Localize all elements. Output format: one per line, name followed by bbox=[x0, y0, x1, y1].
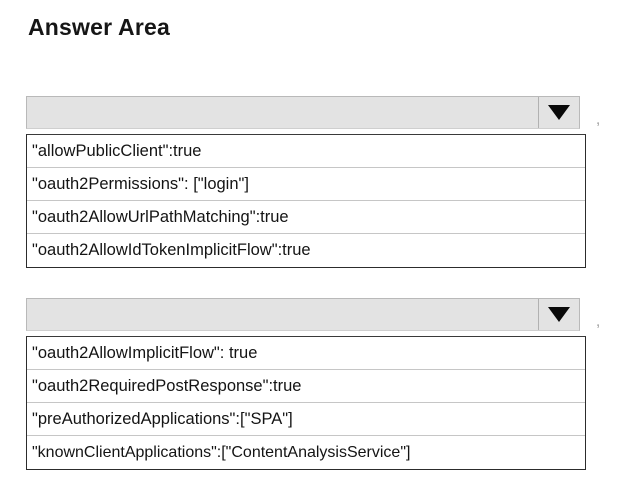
answer-dropdown-1-toggle-button[interactable] bbox=[538, 97, 579, 128]
answer-dropdown-group-1 bbox=[26, 96, 580, 129]
list-item[interactable]: "oauth2RequiredPostResponse":true bbox=[27, 370, 585, 403]
list-item[interactable]: "oauth2Permissions": ["login"] bbox=[27, 168, 585, 201]
list-item[interactable]: "oauth2AllowIdTokenImplicitFlow":true bbox=[32, 241, 311, 259]
list-item[interactable]: "oauth2AllowImplicitFlow": true bbox=[27, 337, 585, 370]
chevron-down-icon bbox=[548, 105, 570, 120]
list-item[interactable]: "preAuthorizedApplications":["SPA"] bbox=[27, 403, 585, 436]
list-item[interactable]: "allowPublicClient":true bbox=[27, 135, 585, 168]
page-title: Answer Area bbox=[28, 14, 170, 40]
trailing-comma-1: , bbox=[596, 111, 601, 128]
answer-dropdown-2-toggle-button[interactable] bbox=[538, 299, 579, 330]
chevron-down-icon bbox=[548, 307, 570, 322]
answer-dropdown-1[interactable] bbox=[26, 96, 580, 129]
list-item[interactable]: "oauth2AllowUrlPathMatching":true bbox=[27, 201, 585, 234]
list-item[interactable]: "knownClientApplications":["ContentAnaly… bbox=[32, 443, 411, 461]
answer-dropdown-2-option-list: "oauth2AllowImplicitFlow": true "oauth2R… bbox=[26, 336, 586, 470]
answer-dropdown-1-option-list: "allowPublicClient":true "oauth2Permissi… bbox=[26, 134, 586, 268]
answer-dropdown-2[interactable] bbox=[26, 298, 580, 331]
trailing-comma-2: , bbox=[596, 313, 601, 330]
answer-dropdown-group-2 bbox=[26, 298, 580, 331]
